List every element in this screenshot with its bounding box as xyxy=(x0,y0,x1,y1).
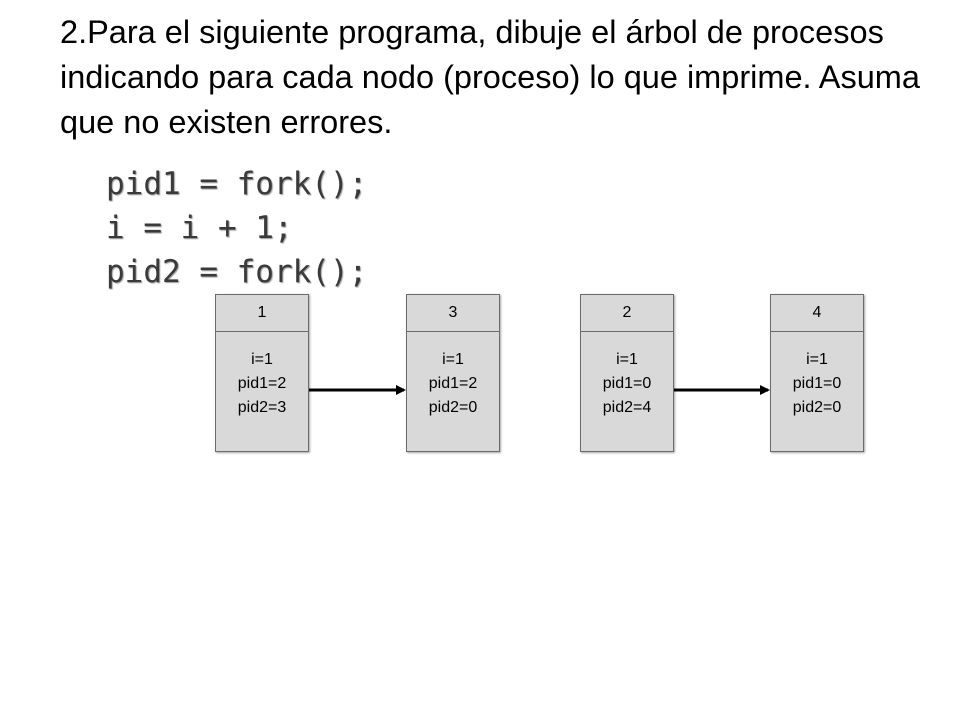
process-id: 4 xyxy=(771,295,863,332)
process-node: 2 i=1 pid1=0 pid2=4 xyxy=(580,294,674,452)
value-pid1: pid1=0 xyxy=(792,375,842,392)
code-line-fork-pid2: pid2 = fork(); xyxy=(106,254,368,290)
slide-title: 2.Para el siguiente programa, dibuje el … xyxy=(60,14,920,140)
code-line-increment: i = i + 1; xyxy=(106,210,293,246)
value-i: i=1 xyxy=(442,351,464,368)
value-i: i=1 xyxy=(806,351,828,368)
value-pid2: pid2=4 xyxy=(602,399,652,416)
process-node: 1 i=1 pid1=2 pid2=3 xyxy=(215,294,309,452)
code-block: pid1 = fork(); i = i + 1; pid2 = fork(); xyxy=(106,162,367,294)
value-pid2: pid2=0 xyxy=(428,399,478,416)
process-id: 2 xyxy=(581,295,673,332)
process-values: i=1 pid1=2 pid2=3 xyxy=(216,332,308,420)
value-pid2: pid2=0 xyxy=(792,399,842,416)
process-node: 3 i=1 pid1=2 pid2=0 xyxy=(406,294,500,452)
process-values: i=1 pid1=2 pid2=0 xyxy=(407,332,499,420)
value-pid1: pid1=2 xyxy=(428,375,478,392)
value-i: i=1 xyxy=(251,351,273,368)
value-pid1: pid1=0 xyxy=(602,375,652,392)
code-line-fork-pid1: pid1 = fork(); xyxy=(106,166,368,202)
process-values: i=1 pid1=0 pid2=4 xyxy=(581,332,673,420)
process-id: 1 xyxy=(216,295,308,332)
process-id: 3 xyxy=(407,295,499,332)
process-node: 4 i=1 pid1=0 pid2=0 xyxy=(770,294,864,452)
value-i: i=1 xyxy=(616,351,638,368)
process-values: i=1 pid1=0 pid2=0 xyxy=(771,332,863,420)
value-pid2: pid2=3 xyxy=(237,399,287,416)
value-pid1: pid1=2 xyxy=(237,375,287,392)
